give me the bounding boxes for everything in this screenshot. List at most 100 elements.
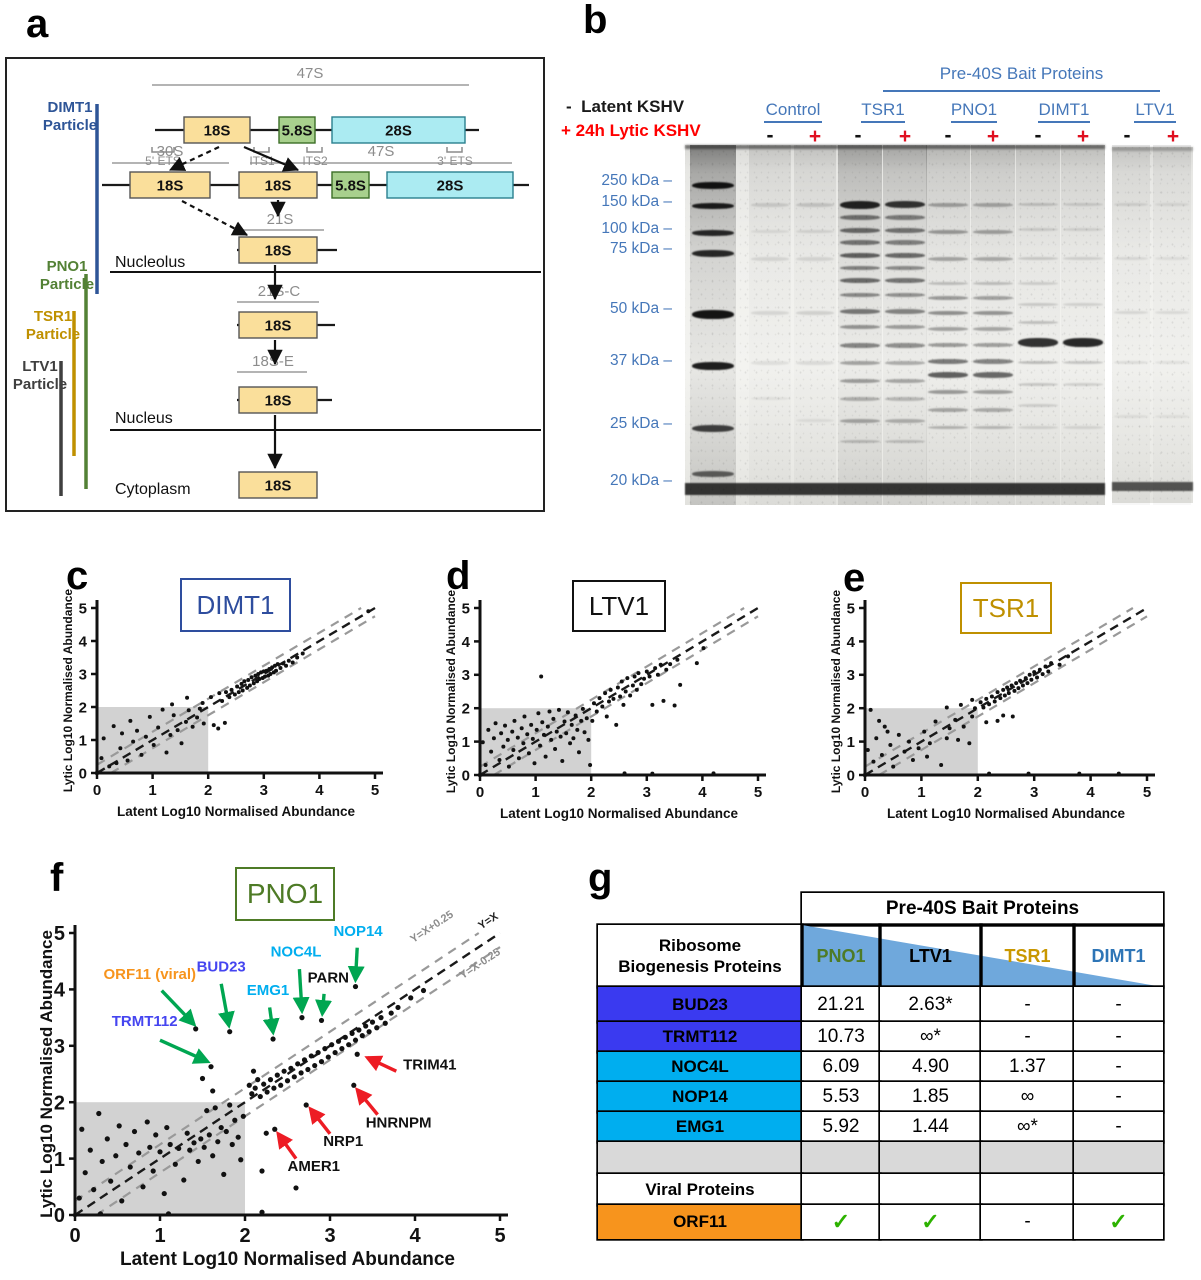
gel-band [1062,303,1104,307]
y-tick-label: 1 [54,1149,65,1171]
table-cell-orf11-dimt1: ✓ [1074,1205,1163,1239]
table-cell-viral proteins-ltv1 [880,1174,981,1205]
gel-band [839,215,881,221]
gel-band [884,379,926,383]
gel-strip-ltv1 [1112,147,1193,503]
x-tick-label: 4 [1086,784,1095,801]
gel-band [1017,382,1059,386]
table-cell-noc4l-tsr1: 1.37 [981,1052,1074,1082]
gel-band [927,343,969,347]
y-tick-label: 0 [54,1205,65,1227]
y-tick-label: 3 [54,1036,65,1058]
gel-band [691,470,735,477]
gel-lane-control-lytic [794,145,836,505]
rrna-segment-label: 5.8S [335,178,366,195]
gel-band [927,425,969,429]
y-tick-label: 2 [462,701,470,718]
gel-band [1017,321,1059,325]
rrna-segment-label: 18S [265,318,292,335]
gel-band [795,256,835,261]
panel-label-e: e [843,556,866,600]
scatter-points [480,646,716,776]
gel-band [1062,425,1104,429]
kda-marker-100: 100 kDa – [601,220,672,237]
x-tick-label: 0 [861,784,869,801]
x-tick-label: 4 [315,782,324,799]
x-tick-label: 1 [154,1225,165,1247]
gel-band [927,359,969,365]
table-row-label-emg1: EMG1 [598,1112,802,1142]
gel-band [1062,227,1104,231]
lane-underline [1038,121,1090,123]
gel-band [1017,256,1059,260]
y-tick-label: 0 [462,767,470,784]
panel-label-f: f [50,856,64,900]
y-tick-label: 1 [79,732,87,749]
x-axis-title: Latent Log10 Normalised Abundance [117,804,356,819]
pre40s-bait-proteins-header: Pre-40S Bait Proteins [939,64,1104,83]
gel-band [795,229,835,233]
y-tick-label: 2 [79,699,87,716]
x-tick-label: 2 [204,782,212,799]
bait-header-underline [883,90,1160,92]
y-tick-label: 5 [462,600,470,617]
gel-well-line [685,145,1105,149]
gel-band [884,440,926,444]
y-tick-label: 2 [847,701,855,718]
gel-band [795,418,835,422]
gel-band [1113,202,1149,206]
kda-marker-37: 37 kDa – [609,352,672,369]
x-tick-label: 5 [371,782,379,799]
x-tick-label: 2 [974,784,982,801]
gel-band [884,215,926,221]
gel-band [795,310,835,315]
gel-band [1017,361,1059,364]
gel-band [691,309,735,319]
gel-band [972,326,1014,331]
gel-band [1113,361,1149,364]
gel-band [927,256,969,261]
scatter-points [76,983,427,1217]
kda-marker-20: 20 kDa – [609,472,672,489]
table-cell-nop14-pno1: 5.53 [802,1082,880,1112]
x-tick-label: 0 [69,1225,80,1247]
y-axis-title: Lytic Log10 Normalised Abundance [37,930,56,1218]
gel-band [691,362,735,371]
table-row-label-bud23: BUD23 [598,987,802,1022]
table-cell-viral proteins-dimt1 [1074,1174,1163,1205]
table-cell-bud23-ltv1: 2.63* [880,987,981,1022]
summary-table: Pre-40S Bait Proteins Ribosome Biogenesi… [598,893,1165,1243]
gel-band [972,256,1014,261]
x-tick-label: 5 [1143,784,1151,801]
table-row-label-nop14: NOP14 [598,1082,802,1112]
table-col-header-dimt1: DIMT1 [1074,925,1163,987]
x-tick-label: 5 [754,784,762,801]
table-row-label-noc4l: NOC4L [598,1052,802,1082]
gel-band [1113,256,1149,260]
x-tick-label: 3 [643,784,651,801]
table-cell-viral proteins-pno1 [802,1174,880,1205]
x-tick-label: 4 [409,1225,421,1247]
gel-band [839,440,881,444]
y-tick-label: 4 [847,634,856,651]
minus-lane-mark: - [944,124,952,147]
y-tick-label: 4 [79,633,88,650]
y-tick-label: 2 [54,1092,65,1114]
x-tick-label: 1 [531,784,539,801]
table-cell-spacer-tsr1 [981,1142,1074,1174]
gel-band [1017,337,1059,347]
gel-band [839,240,881,246]
panel-label-c: c [66,554,89,598]
table-cell-spacer-ltv1 [880,1142,981,1174]
gel-band [1062,361,1104,364]
ref-line-label: Y=X+0.25 [408,909,455,946]
gel-band [750,229,790,233]
table-row-header: Ribosome Biogenesis Proteins [598,925,802,987]
x-axis-title: Latent Log10 Normalised Abundance [120,1249,455,1270]
gel-band [884,308,926,314]
rrna-segment-label: 18S [157,178,184,195]
